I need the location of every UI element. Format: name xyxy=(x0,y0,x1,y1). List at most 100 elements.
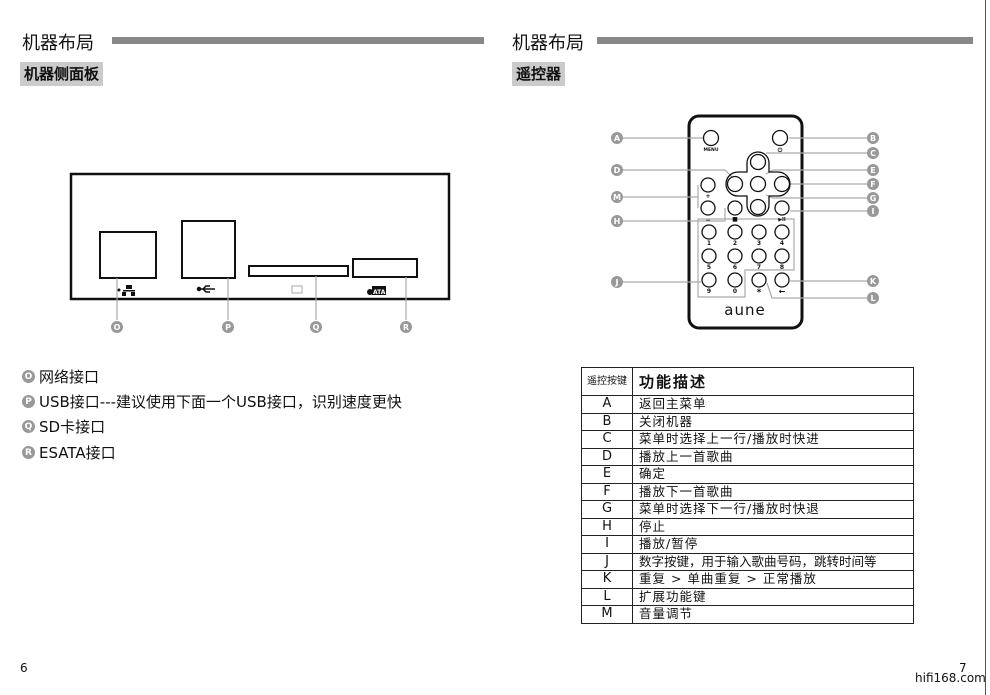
callout-c: C xyxy=(870,149,876,158)
stop-icon: ■ xyxy=(732,216,738,223)
callout-j: J xyxy=(615,278,619,287)
svg-text:*: * xyxy=(757,288,762,298)
callout-m: M xyxy=(613,193,621,202)
usb-icon xyxy=(196,285,215,293)
callout-k: K xyxy=(870,277,877,286)
svg-text:2: 2 xyxy=(733,240,737,247)
svg-text:0: 0 xyxy=(733,288,737,295)
left-subtitle: 机器侧面板 xyxy=(20,62,104,86)
prev-button xyxy=(726,175,744,193)
panel-label-o: O xyxy=(114,323,121,332)
panel-label-p: P xyxy=(225,323,231,332)
port-item-esata: R ESATA接口 xyxy=(22,442,116,463)
stop-button xyxy=(727,200,743,216)
watermark: hifi168.com xyxy=(915,671,986,685)
callout-b: B xyxy=(870,134,876,143)
ethernet-port xyxy=(99,231,157,279)
panel-outline xyxy=(69,172,451,301)
side-panel-diagram: ATA O P Q R xyxy=(69,172,451,333)
marker: O xyxy=(22,370,35,383)
svg-text:8: 8 xyxy=(780,264,784,271)
port-item-sd: Q SD卡接口 xyxy=(22,416,105,437)
marker: P xyxy=(22,395,35,408)
sd-icon xyxy=(291,285,303,294)
star-button xyxy=(751,272,767,288)
svg-text:6: 6 xyxy=(733,264,737,271)
svg-text:5: 5 xyxy=(707,264,711,271)
left-section-title: 机器布局 xyxy=(22,33,94,54)
volume-up-button xyxy=(700,177,716,193)
right-subtitle: 遥控器 xyxy=(512,62,566,86)
power-button xyxy=(771,129,789,147)
svg-text:7: 7 xyxy=(757,264,761,271)
svg-text:1: 1 xyxy=(707,240,711,247)
callout-f: F xyxy=(870,180,875,189)
page-number-left: 6 xyxy=(20,661,28,675)
usb-port xyxy=(181,220,236,279)
network-icon xyxy=(117,285,135,296)
minus-label: − xyxy=(705,217,710,224)
callout-g: G xyxy=(870,194,877,203)
sd-slot xyxy=(248,265,349,277)
next-button xyxy=(773,175,791,193)
svg-text:4: 4 xyxy=(780,240,784,247)
esata-port xyxy=(352,258,418,278)
play-pause-button xyxy=(774,200,790,216)
menu-button xyxy=(702,129,720,147)
aune-logo: aune xyxy=(724,301,765,319)
marker: R xyxy=(22,446,35,459)
remote-diagram: MENU ⏻ + − ■ ▶II 1 2 3 4 5 6 7 8 9 0 * ← aune A B… xyxy=(611,114,879,330)
callout-l: L xyxy=(870,294,875,303)
callout-e: E xyxy=(870,166,875,175)
plus-label: + xyxy=(705,193,710,200)
port-desc: USB接口---建议使用下面一个USB接口，识别速度更快 xyxy=(39,393,402,411)
volume-down-button xyxy=(700,200,716,216)
svg-text:←: ← xyxy=(779,287,786,296)
panel-label-r: R xyxy=(403,323,409,332)
header-desc: 功能描述 xyxy=(632,367,914,396)
port-desc: SD卡接口 xyxy=(39,418,106,436)
callout-a: A xyxy=(614,134,621,143)
callout-h: H xyxy=(614,217,621,226)
power-icon: ⏻ xyxy=(778,147,783,154)
ok-button xyxy=(749,175,767,193)
right-section-title: 机器布局 xyxy=(512,33,584,54)
callout-i: I xyxy=(872,207,875,216)
svg-text:9: 9 xyxy=(707,288,711,295)
port-desc: 网络接口 xyxy=(39,368,100,386)
header-key: 遥控按键 xyxy=(581,367,633,396)
svg-text:ATA: ATA xyxy=(373,289,386,296)
panel-label-q: Q xyxy=(313,323,320,332)
marker: Q xyxy=(22,420,35,433)
port-desc: ESATA接口 xyxy=(39,444,116,462)
svg-text:3: 3 xyxy=(757,240,761,247)
table-header: 遥控按键功能描述 xyxy=(581,367,914,396)
repeat-button xyxy=(774,272,790,288)
title-rule xyxy=(597,37,973,44)
menu-label: MENU xyxy=(704,147,719,153)
remote-body xyxy=(687,114,804,330)
page-number-right: 7 xyxy=(959,661,967,675)
up-button xyxy=(749,153,767,171)
dpad-outline xyxy=(725,151,791,217)
esata-icon: ATA xyxy=(367,286,386,296)
callout-d: D xyxy=(614,166,621,175)
play-pause-icon: ▶II xyxy=(778,217,786,223)
title-rule xyxy=(112,37,484,44)
port-item-network: O 网络接口 xyxy=(22,366,99,387)
down-button xyxy=(749,198,767,216)
